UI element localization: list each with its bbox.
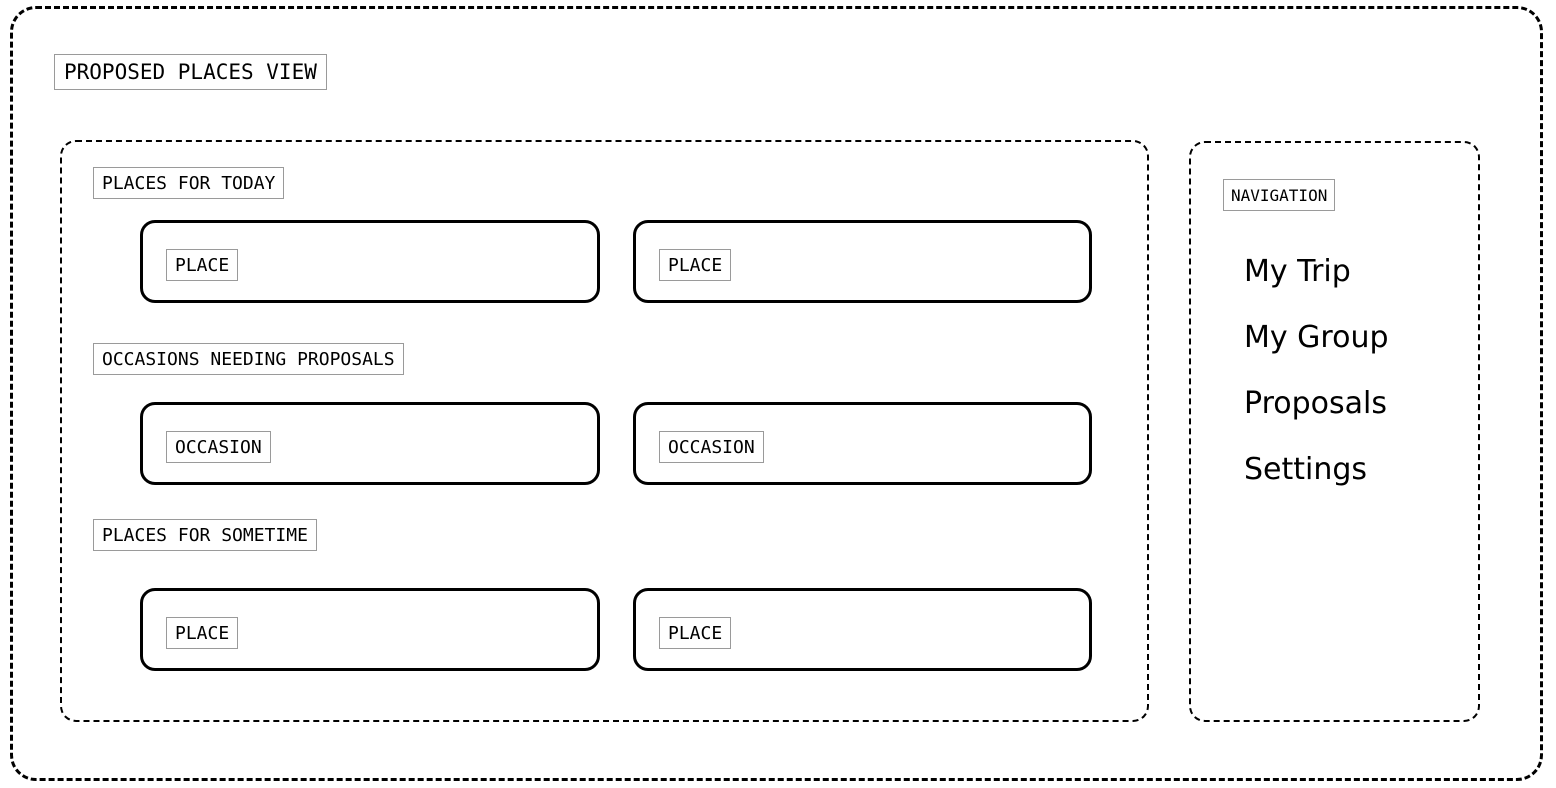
card-label: OCCASION: [659, 431, 764, 463]
sidebar-item-my-group[interactable]: My Group: [1244, 320, 1389, 355]
section-header-occasions-needing-proposals: OCCASIONS NEEDING PROPOSALS: [93, 343, 404, 375]
sidebar-item-my-trip[interactable]: My Trip: [1244, 254, 1351, 289]
card-label: OCCASION: [166, 431, 271, 463]
section-header-places-for-today: PLACES FOR TODAY: [93, 167, 285, 199]
main-content-panel: PLACES FOR TODAY PLACE PLACE OCCASIONS N…: [60, 140, 1149, 722]
navigation-panel: NAVIGATION My Trip My Group Proposals Se…: [1189, 141, 1480, 722]
screen-frame: [10, 6, 1543, 781]
card-label: PLACE: [166, 249, 239, 281]
occasion-card[interactable]: OCCASION: [633, 402, 1092, 485]
place-card[interactable]: PLACE: [633, 220, 1092, 303]
card-label: PLACE: [659, 249, 732, 281]
occasion-card[interactable]: OCCASION: [140, 402, 600, 485]
page-title: PROPOSED PLACES VIEW: [54, 54, 327, 90]
card-label: PLACE: [166, 617, 239, 649]
section-header-places-for-sometime: PLACES FOR SOMETIME: [93, 519, 317, 551]
place-card[interactable]: PLACE: [633, 588, 1092, 671]
place-card[interactable]: PLACE: [140, 588, 600, 671]
place-card[interactable]: PLACE: [140, 220, 600, 303]
sidebar-item-settings[interactable]: Settings: [1244, 452, 1368, 487]
navigation-list: My Trip My Group Proposals Settings: [1244, 239, 1464, 503]
card-label: PLACE: [659, 617, 732, 649]
sidebar-item-proposals[interactable]: Proposals: [1244, 386, 1387, 421]
navigation-title: NAVIGATION: [1223, 179, 1336, 211]
